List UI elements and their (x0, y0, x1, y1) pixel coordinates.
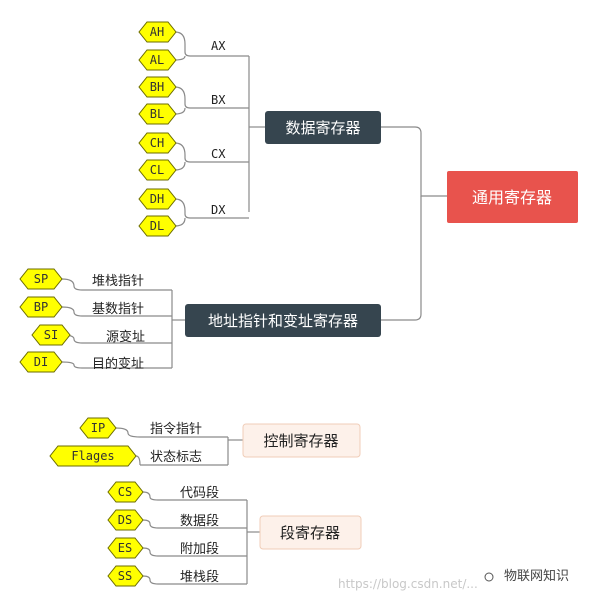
pointer-registers-node[interactable]: 地址指针和变址寄存器 (185, 304, 381, 337)
register-group-ax[interactable]: AX AH AL (138, 21, 226, 71)
desc-di: 目的变址 (92, 356, 144, 372)
hex-cs (107, 481, 144, 503)
register-ch: CH (150, 136, 164, 150)
desc-es: 附加段 (180, 542, 219, 557)
group-name-ax: AX (211, 39, 226, 53)
wechat-icon (484, 572, 494, 582)
control-item-flages[interactable]: Flages 状态标志 (49, 445, 202, 467)
control-register-connectors (115, 427, 243, 466)
hex-ch (138, 132, 177, 154)
pointer-item-bp[interactable]: BP 基数指针 (19, 296, 144, 318)
hex-ss (107, 565, 144, 587)
hex-ip (79, 417, 117, 439)
control-item-ip[interactable]: IP 指令指针 (79, 417, 202, 439)
desc-ss: 堆栈段 (180, 570, 219, 585)
segment-registers-node[interactable]: 段寄存器 (259, 515, 362, 550)
hex-si (31, 324, 71, 346)
hex-bl (138, 103, 177, 125)
pointer-item-si[interactable]: SI 源变址 (31, 324, 145, 346)
register-bh: BH (150, 80, 164, 94)
watermark: https://blog.csdn.net/... 物联网知识 (338, 568, 569, 591)
desc-flages: 状态标志 (150, 450, 202, 465)
hex-al (138, 49, 177, 71)
segment-item-cs[interactable]: CS 代码段 (107, 481, 219, 503)
segment-item-es[interactable]: ES 附加段 (107, 537, 219, 559)
data-registers-node[interactable]: 数据寄存器 (265, 111, 381, 144)
pointer-register-connectors (61, 278, 185, 369)
register-dh: DH (150, 192, 164, 206)
desc-ip: 指令指针 (150, 422, 202, 437)
group-name-dx: DX (211, 203, 226, 217)
register-cs: CS (118, 485, 132, 499)
register-ds: DS (118, 513, 132, 527)
hex-ah (138, 21, 177, 43)
register-group-cx[interactable]: CX CH CL (138, 132, 226, 181)
root-label: 通用寄存器 (472, 188, 552, 207)
hex-di (19, 351, 63, 373)
register-group-dx[interactable]: DX DH DL (138, 188, 226, 237)
register-ss: SS (118, 569, 132, 583)
segment-registers-label: 段寄存器 (280, 524, 340, 542)
register-flages: Flages (71, 449, 114, 463)
register-al: AL (150, 53, 164, 67)
register-di: DI (34, 355, 48, 369)
control-registers-node[interactable]: 控制寄存器 (242, 423, 361, 458)
group-name-bx: BX (211, 93, 226, 107)
hex-sp (19, 268, 63, 290)
pointer-item-sp[interactable]: SP 堆栈指针 (19, 268, 144, 290)
register-group-bx[interactable]: BX BH BL (138, 76, 226, 125)
data-register-connectors (174, 31, 448, 321)
hex-bh (138, 76, 177, 98)
hex-cl (138, 159, 177, 181)
pointer-item-di[interactable]: DI 目的变址 (19, 351, 144, 373)
register-ah: AH (150, 25, 164, 39)
segment-item-ss[interactable]: SS 堆栈段 (107, 565, 219, 587)
desc-ds: 数据段 (180, 514, 219, 529)
segment-item-ds[interactable]: DS 数据段 (107, 509, 219, 531)
group-name-cx: CX (211, 147, 226, 161)
hex-dh (138, 188, 177, 210)
control-registers-label: 控制寄存器 (263, 432, 338, 450)
segment-register-connectors (142, 491, 260, 585)
desc-sp: 堆栈指针 (92, 274, 144, 289)
register-cl: CL (150, 163, 164, 177)
register-sp: SP (34, 272, 48, 286)
desc-si: 源变址 (106, 329, 145, 345)
root-node[interactable]: 通用寄存器 (447, 171, 578, 223)
hex-ds (107, 509, 144, 531)
desc-bp: 基数指针 (92, 302, 144, 317)
watermark-url: https://blog.csdn.net/... (338, 577, 478, 591)
hex-dl (138, 215, 177, 237)
hex-es (107, 537, 144, 559)
pointer-registers-label: 地址指针和变址寄存器 (208, 312, 358, 330)
register-ip: IP (91, 421, 105, 435)
watermark-brand: 物联网知识 (504, 568, 569, 584)
register-bl: BL (150, 107, 164, 121)
register-bp: BP (34, 300, 48, 314)
hex-bp (19, 296, 63, 318)
hex-flages (49, 445, 137, 467)
register-dl: DL (150, 219, 164, 233)
register-es: ES (118, 541, 132, 555)
data-registers-label: 数据寄存器 (285, 119, 360, 137)
register-si: SI (44, 328, 58, 342)
desc-cs: 代码段 (180, 486, 219, 501)
